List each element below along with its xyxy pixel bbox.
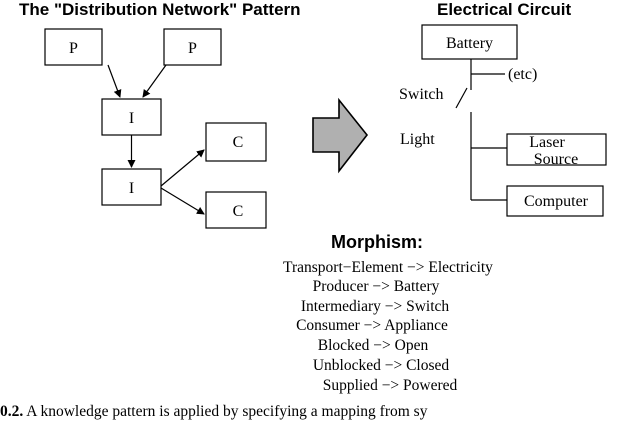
morphism-mappings: Transport−Element −> Electricity Produce… [283,259,493,394]
mapping-line: Producer −> Battery [313,278,440,295]
mapping-arrow-icon [312,97,369,174]
light-label: Light [400,131,435,148]
producer-label-1: P [69,40,78,57]
producer-label-2: P [188,40,197,57]
mapping-line: Unblocked −> Closed [313,357,450,374]
consumer-label-1: C [233,134,244,151]
arrow-to-consumer-2 [160,187,205,215]
arrow-producer2-to-intermediary [142,64,167,98]
caption-text: A knowledge pattern is applied by specif… [23,403,427,420]
computer-box [506,185,604,217]
laser-label-line1: Laser [529,134,565,151]
caption-number: 0.2. [0,403,23,420]
etc-label: (etc) [508,66,537,83]
producer-box-1 [44,28,103,66]
mapping-line: Consumer −> Appliance [296,317,448,334]
intermediary-box-2 [101,168,162,206]
mapping-line: Intermediary −> Switch [301,298,450,315]
computer-label: Computer [524,193,589,210]
arrow-to-consumer-1 [160,149,205,187]
laser-label-line2: Source [534,151,578,168]
figure-caption: 0.2. A knowledge pattern is applied by s… [0,403,428,420]
producer-box-2 [163,28,222,66]
right-title: Electrical Circuit [437,0,572,19]
intermediary-label-1: I [129,110,134,127]
laser-source-box [506,133,607,166]
consumer-label-2: C [233,203,244,220]
morphism-title: Morphism: [331,232,423,252]
switch-label: Switch [399,86,443,103]
mapping-line: Supplied −> Powered [323,377,458,394]
switch-blade [455,87,468,109]
left-title: The "Distribution Network" Pattern [19,0,301,19]
mapping-line: Blocked −> Open [318,337,429,354]
consumer-box-2 [205,191,267,229]
intermediary-label-2: I [129,180,134,197]
consumer-box-1 [205,122,267,162]
arrow-producer1-to-intermediary [107,64,122,98]
battery-label: Battery [446,35,493,52]
battery-box [421,24,518,60]
mapping-line: Transport−Element −> Electricity [283,259,493,276]
